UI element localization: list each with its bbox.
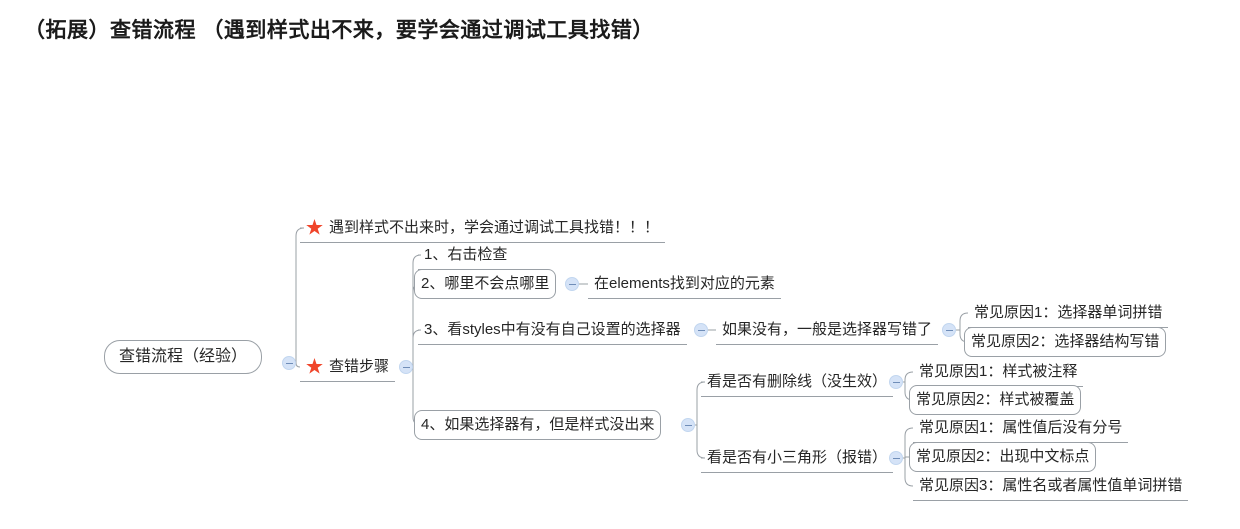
toggle-root[interactable] — [282, 356, 296, 370]
toggle-step-3[interactable] — [694, 323, 708, 337]
mindmap-node-step-3[interactable]: 3、看styles中有没有自己设置的选择器 — [418, 315, 687, 345]
mindmap-node-reason-style-2[interactable]: 常见原因2：样式被覆盖 — [909, 385, 1082, 415]
node-label: 看是否有小三角形（报错） — [707, 448, 888, 466]
mindmap-node-step-2-detail[interactable]: 在elements找到对应的元素 — [588, 269, 781, 299]
toggle-triangle[interactable] — [889, 451, 903, 465]
mindmap-node-reason-syntax-3[interactable]: 常见原因3：属性名或者属性值单词拼错 — [913, 471, 1189, 501]
node-label: 看是否有删除线（没生效） — [707, 372, 888, 390]
node-label: 如果没有，一般是选择器写错了 — [722, 320, 933, 338]
node-label: 1、右击检查 — [424, 245, 508, 263]
mindmap-node-reason-style-1[interactable]: 常见原因1：样式被注释 — [913, 357, 1084, 387]
node-label: 常见原因1：属性值后没有分号 — [919, 418, 1123, 436]
toggle-step-3-detail[interactable] — [942, 323, 956, 337]
mindmap-node-triangle[interactable]: 看是否有小三角形（报错） — [701, 443, 894, 473]
node-label: 遇到样式不出来时，学会通过调试工具找错！！！ — [329, 218, 660, 236]
node-label: 常见原因1：样式被注释 — [919, 362, 1078, 380]
mindmap-node-reason-syntax-1[interactable]: 常见原因1：属性值后没有分号 — [913, 413, 1129, 443]
node-label: 常见原因2：出现中文标点 — [916, 448, 1090, 465]
mindmap-node-reason-selector-1[interactable]: 常见原因1：选择器单词拼错 — [968, 298, 1169, 328]
toggle-strikethrough[interactable] — [889, 375, 903, 389]
mindmap-node-strikethrough[interactable]: 看是否有删除线（没生效） — [701, 367, 894, 397]
mindmap-node-step-4[interactable]: 4、如果选择器有，但是样式没出来 — [414, 410, 662, 440]
mindmap-node-step-1[interactable]: 1、右击检查 — [418, 240, 514, 270]
mindmap-node-step-3-detail[interactable]: 如果没有，一般是选择器写错了 — [716, 315, 939, 345]
node-label: 常见原因2：选择器结构写错 — [971, 333, 1160, 350]
toggle-steps[interactable] — [399, 360, 413, 374]
node-label: 在elements找到对应的元素 — [594, 274, 775, 292]
star-icon — [306, 219, 323, 235]
node-label: 查错步骤 — [329, 357, 390, 375]
mindmap-node-reason-syntax-2[interactable]: 常见原因2：出现中文标点 — [909, 442, 1097, 472]
mindmap-node-reason-selector-2[interactable]: 常见原因2：选择器结构写错 — [964, 327, 1167, 357]
node-label: 4、如果选择器有，但是样式没出来 — [421, 416, 655, 433]
mindmap-node-steps[interactable]: 查错步骤 — [300, 352, 396, 382]
mindmap-node-root[interactable]: 查错流程（经验） — [104, 340, 263, 374]
mindmap-node-tip[interactable]: 遇到样式不出来时，学会通过调试工具找错！！！ — [300, 213, 666, 243]
mindmap-node-step-2[interactable]: 2、哪里不会点哪里 — [414, 269, 557, 299]
node-label: 常见原因1：选择器单词拼错 — [974, 303, 1163, 321]
node-label: 常见原因3：属性名或者属性值单词拼错 — [919, 476, 1183, 494]
toggle-step-2[interactable] — [565, 277, 579, 291]
node-label: 3、看styles中有没有自己设置的选择器 — [424, 320, 681, 338]
star-icon — [306, 358, 323, 374]
node-label: 查错流程（经验） — [119, 348, 248, 365]
toggle-step-4[interactable] — [681, 418, 695, 432]
node-label: 常见原因2：样式被覆盖 — [916, 391, 1075, 408]
page-title: （拓展）查错流程 （遇到样式出不来，要学会通过调试工具找错） — [24, 19, 654, 42]
node-label: 2、哪里不会点哪里 — [421, 275, 550, 292]
